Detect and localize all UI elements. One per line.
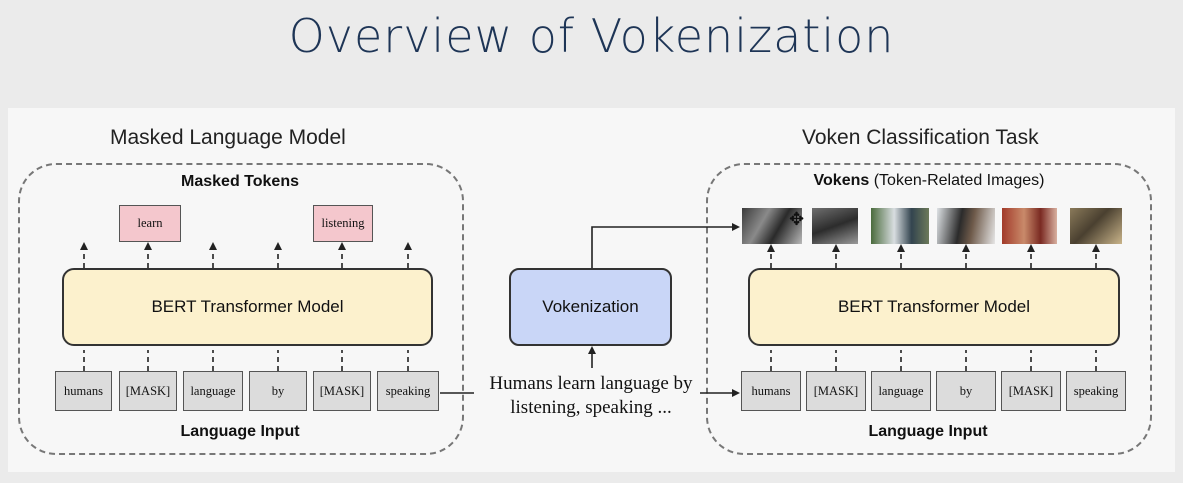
voken-image	[937, 208, 995, 244]
token-box: language	[183, 371, 243, 411]
voken-image	[742, 208, 802, 244]
language-input-label-right: Language Input	[868, 423, 988, 440]
voken-image	[1070, 208, 1122, 244]
voken-image	[1002, 208, 1057, 244]
token-box: [MASK]	[1001, 371, 1061, 411]
bert-model-left: BERT Transformer Model	[62, 268, 433, 346]
token-box: humans	[55, 371, 112, 411]
vokenization-box: Vokenization	[509, 268, 672, 346]
input-sentence: Humans learn language by listening, spea…	[468, 372, 714, 420]
vokens-label-rest: (Token-Related Images)	[869, 172, 1045, 189]
token-box: [MASK]	[313, 371, 371, 411]
token-box: speaking	[1066, 371, 1126, 411]
token-box: humans	[741, 371, 801, 411]
token-box: [MASK]	[806, 371, 866, 411]
masked-token-output: listening	[313, 205, 373, 242]
arrow-line	[591, 223, 740, 268]
masked-token-output: learn	[119, 205, 181, 242]
sentence-line-2: listening, speaking ...	[510, 397, 672, 418]
token-box: by	[249, 371, 307, 411]
slide-title: Overview of Vokenization	[288, 9, 895, 63]
token-box: speaking	[377, 371, 439, 411]
voken-image	[812, 208, 858, 244]
language-input-label-left: Language Input	[180, 423, 300, 440]
bert-model-right: BERT Transformer Model	[748, 268, 1120, 346]
move-cursor-icon: ✥	[789, 209, 805, 230]
voken-image	[871, 208, 929, 244]
token-box: language	[871, 371, 931, 411]
mlm-section-title: Masked Language Model	[110, 126, 346, 149]
token-box: [MASK]	[119, 371, 177, 411]
sentence-line-1: Humans learn language by	[489, 373, 693, 394]
masked-tokens-label: Masked Tokens	[181, 173, 299, 190]
voken-section-title: Voken Classification Task	[802, 126, 1039, 149]
token-box: by	[936, 371, 996, 411]
vokens-label-bold: Vokens	[813, 172, 870, 189]
mlm-dashed-frame	[18, 163, 464, 455]
vokens-label: Vokens (Token-Related Images)	[746, 172, 1112, 190]
voken-dashed-frame	[706, 163, 1152, 455]
